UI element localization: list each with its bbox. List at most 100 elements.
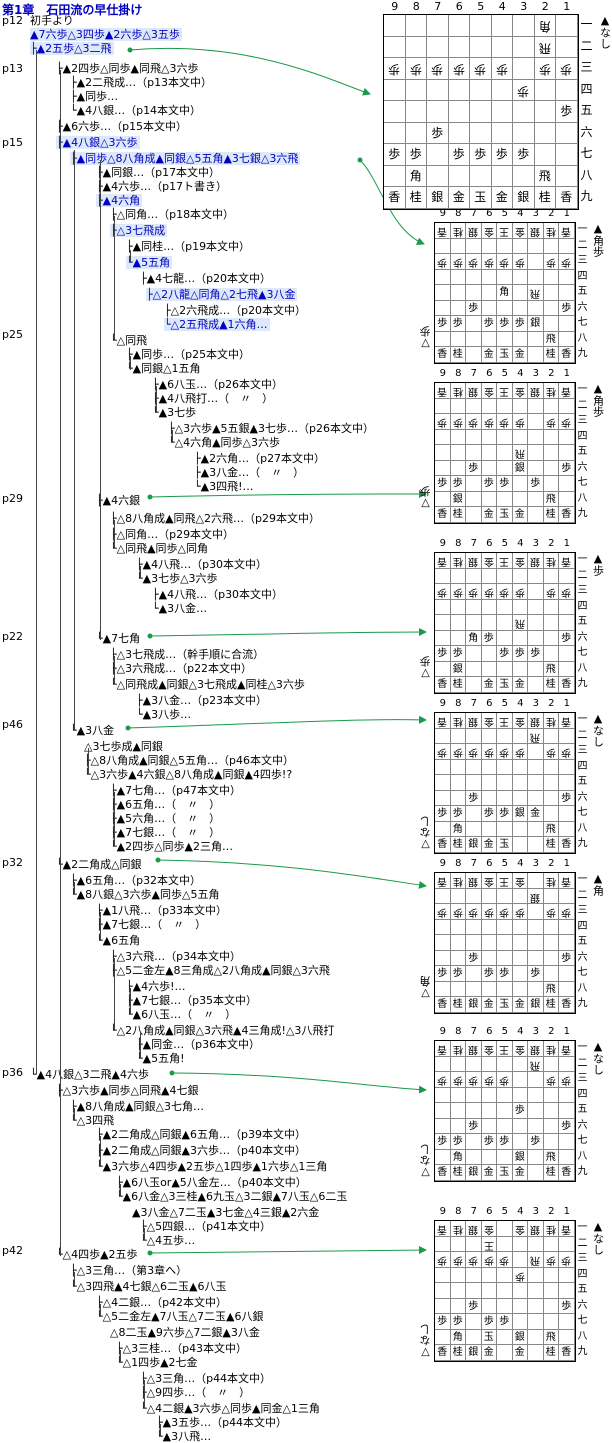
board-square <box>435 775 451 791</box>
rank-label: 四 <box>578 1267 588 1283</box>
sente-hand: ▲なし <box>590 1040 606 1075</box>
board-square <box>559 1314 575 1330</box>
rank-label: 二 <box>581 36 593 58</box>
board-square <box>451 301 467 317</box>
board-square: 飛 <box>544 332 560 348</box>
board-square <box>482 239 498 255</box>
board-square: 金 <box>482 997 498 1013</box>
board-square <box>466 1134 482 1150</box>
rank-label: 六 <box>578 950 588 966</box>
board-square: 歩 <box>482 316 498 332</box>
board-square: 歩 <box>497 1252 513 1268</box>
move-line: ├▲7七銀…（ 〃 ） <box>110 826 220 839</box>
board-square: 歩 <box>449 144 471 166</box>
board-square <box>451 775 467 791</box>
board-square <box>513 775 529 791</box>
tree-connector <box>36 50 37 1074</box>
board-square: 歩 <box>451 966 467 982</box>
board-square: 歩 <box>435 966 451 982</box>
board-square <box>559 239 575 255</box>
board-square <box>528 744 544 760</box>
board-square: 歩 <box>435 646 451 662</box>
board-square <box>435 951 451 967</box>
tree-connector <box>140 1032 141 1058</box>
board-square <box>513 935 529 951</box>
board-square <box>384 15 406 37</box>
board-square: 歩 <box>466 1299 482 1315</box>
board-square: 歩 <box>556 101 578 123</box>
move-line: └▲7七角 <box>96 632 140 645</box>
board-square <box>513 15 535 37</box>
board-square <box>492 37 514 59</box>
board-square: 香 <box>559 553 575 569</box>
board-square: 香 <box>435 1221 451 1237</box>
tree-connector <box>130 250 131 262</box>
board-square: 銀 <box>466 1165 482 1181</box>
board-square: 桂 <box>451 713 467 729</box>
board-square <box>482 1268 498 1284</box>
rank-label: 七 <box>578 315 588 331</box>
board-square <box>513 951 529 967</box>
board-square: 桂 <box>544 713 560 729</box>
board-square: 歩 <box>466 951 482 967</box>
move-line: ├△2六飛成…（p20本文中） <box>164 304 306 317</box>
board-square <box>435 445 451 461</box>
board-square: 銀 <box>451 492 467 508</box>
tree-connector <box>130 356 131 370</box>
board-square: 飛 <box>544 982 560 998</box>
rank-label: 九 <box>578 836 588 852</box>
board-square <box>451 1119 467 1135</box>
board-square <box>528 492 544 508</box>
board-square <box>497 270 513 286</box>
board-square <box>466 662 482 678</box>
board-square <box>528 399 544 415</box>
rank-label: 四 <box>578 919 588 935</box>
board-square <box>482 920 498 936</box>
board-square: 歩 <box>451 476 467 492</box>
board-square: 歩 <box>544 744 560 760</box>
board-square <box>466 476 482 492</box>
board-square <box>528 837 544 853</box>
board-square: 歩 <box>559 904 575 920</box>
board-square <box>466 920 482 936</box>
board-square <box>528 270 544 286</box>
board-square <box>466 347 482 363</box>
board-square: 香 <box>435 383 451 399</box>
board-square <box>528 920 544 936</box>
board-square <box>497 1299 513 1315</box>
board-square: 金 <box>513 347 529 363</box>
board-square: 歩 <box>466 1252 482 1268</box>
board-square <box>556 80 578 102</box>
board-square <box>497 332 513 348</box>
file-label: 6 <box>450 0 468 13</box>
move-line: └△3六歩▲4六銀△8八角成▲同銀▲4四歩!? <box>84 768 292 781</box>
board-square: 歩 <box>466 414 482 430</box>
board-grid: 香桂銀金王金銀桂香飛歩歩歩歩歩歩歩歩歩歩歩歩歩歩銀金角飛香桂銀金玉桂香 <box>434 712 576 854</box>
board-square <box>497 569 513 585</box>
board-square <box>482 646 498 662</box>
board-square <box>497 615 513 631</box>
board-square <box>544 920 560 936</box>
rank-label: 三 <box>578 1251 588 1267</box>
rank-label: 五 <box>581 100 593 122</box>
board-square: 歩 <box>528 966 544 982</box>
move-line: ├△同角…（p18本文中） <box>110 208 234 221</box>
board-square: 桂 <box>451 997 467 1013</box>
board-square: 金 <box>528 806 544 822</box>
board-square <box>513 837 529 853</box>
board-square <box>435 285 451 301</box>
gote-hand: ▽なし <box>418 1324 434 1359</box>
board-square <box>497 935 513 951</box>
move-line: └▲同銀△1五角 <box>126 362 201 375</box>
board-square <box>435 1299 451 1315</box>
board-square <box>497 775 513 791</box>
board-square: 歩 <box>513 904 529 920</box>
board-square: 桂 <box>544 837 560 853</box>
board-square: 角 <box>451 1330 467 1346</box>
board-square: 香 <box>435 347 451 363</box>
rank-label: 五 <box>578 1282 588 1298</box>
board-square: 銀 <box>528 223 544 239</box>
board-square: 香 <box>559 1041 575 1057</box>
board-square: 金 <box>482 1221 498 1237</box>
board-square <box>435 399 451 415</box>
